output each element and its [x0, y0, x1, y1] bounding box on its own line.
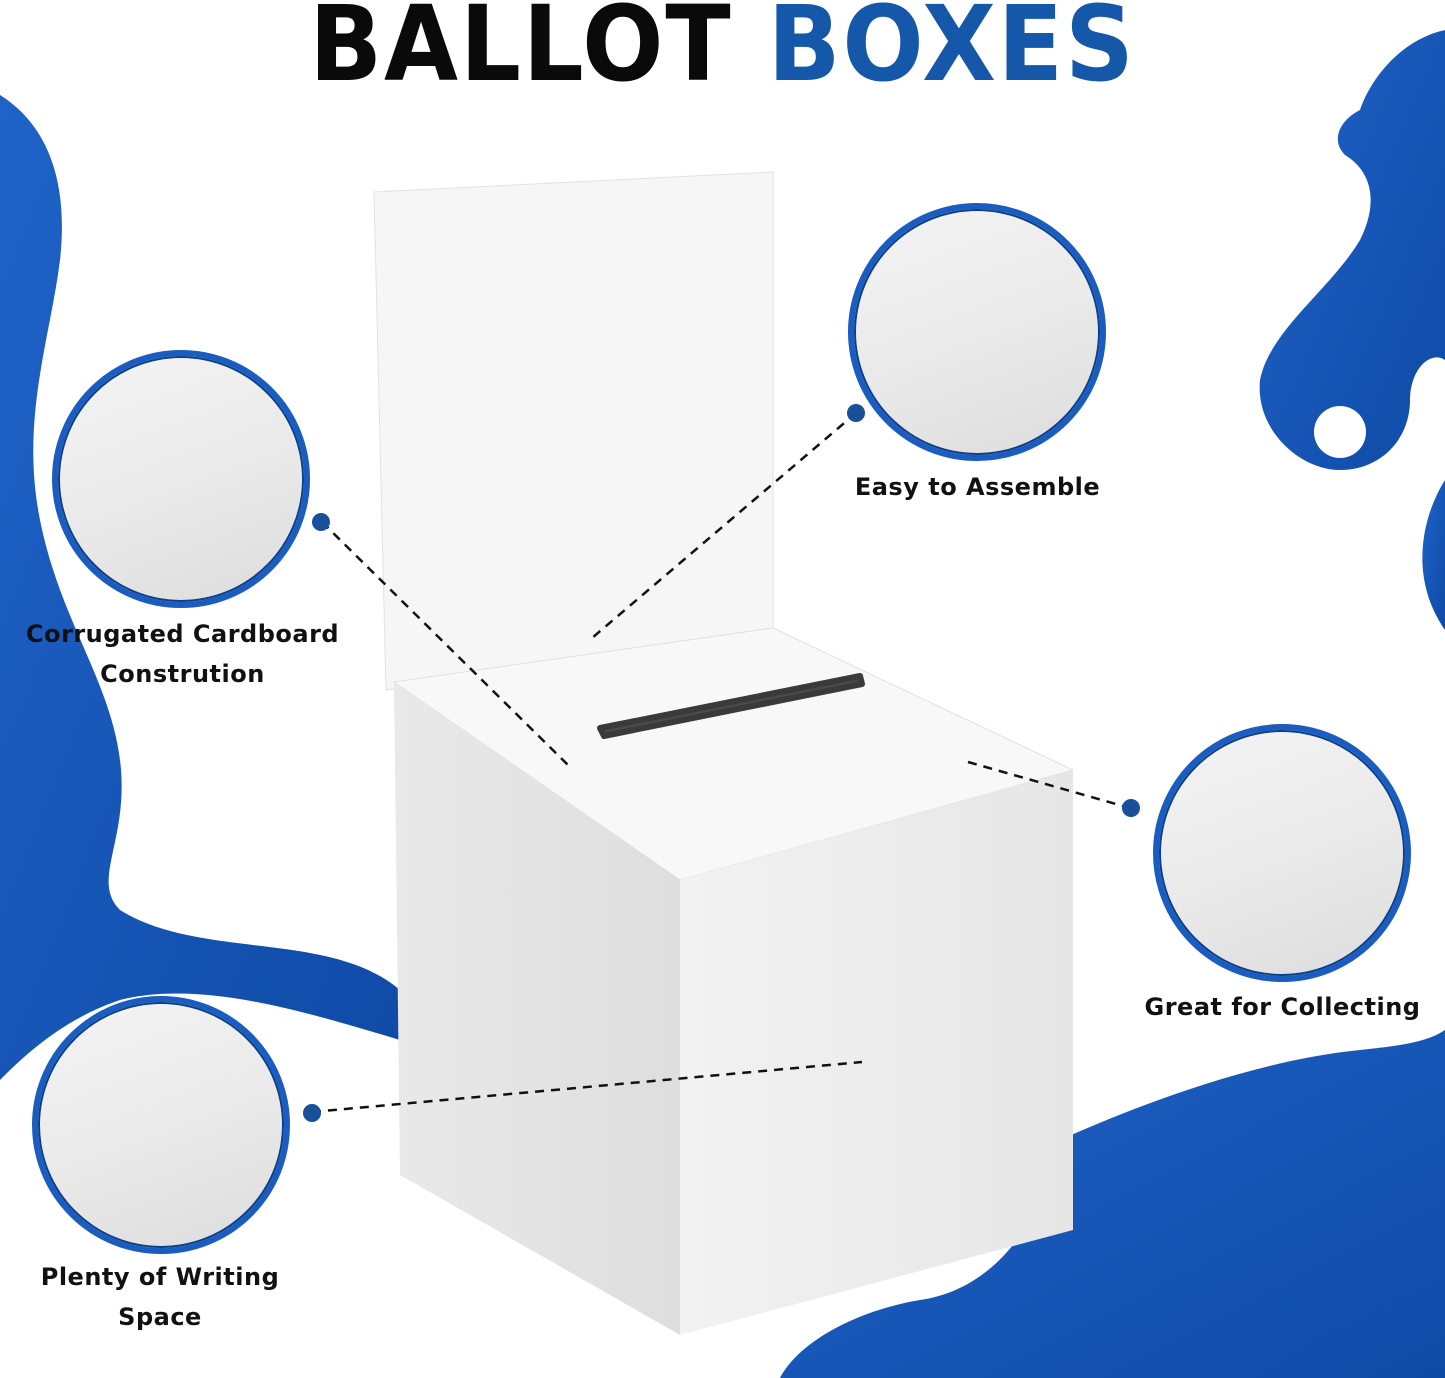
callout-dot-collecting [1122, 799, 1140, 817]
callout-assemble: Easy to Assemble [840, 467, 1115, 507]
title-word-boxes: BOXES [767, 0, 1136, 105]
page-title: BALLOT BOXES [58, 0, 1387, 96]
right-blue-shape [1259, 30, 1445, 470]
ballot-box-illustration [373, 171, 1075, 1335]
callout-writing-line2: Space [118, 1303, 202, 1331]
callout-dot-writing [303, 1104, 321, 1122]
detail-circle-collecting [1153, 724, 1411, 982]
callout-assemble-line1: Easy to Assemble [854, 473, 1101, 501]
callout-writing-line1: Plenty of Writing [40, 1263, 280, 1291]
leader-lines [311, 412, 1131, 1114]
detail-circle-assemble [848, 203, 1106, 461]
detail-circle-writing [32, 996, 290, 1254]
callout-collecting-line1: Great for Collecting [1144, 993, 1421, 1021]
bottom-blue-shape [780, 1030, 1445, 1378]
left-blue-shape [0, 95, 400, 1080]
callout-dot-corrugated [312, 513, 330, 531]
callout-corrugated-line1: Corrugated Cardboard [25, 620, 340, 648]
callout-corrugated-line2: Constrution [100, 660, 265, 688]
detail-circle-corrugated [52, 350, 310, 608]
callout-dot-assemble [847, 404, 865, 422]
title-word-ballot: BALLOT [309, 0, 733, 105]
callout-corrugated: Corrugated Cardboard Constrution [10, 614, 355, 694]
callout-writing: Plenty of Writing Space [20, 1257, 300, 1337]
callout-collecting: Great for Collecting [1135, 987, 1430, 1027]
